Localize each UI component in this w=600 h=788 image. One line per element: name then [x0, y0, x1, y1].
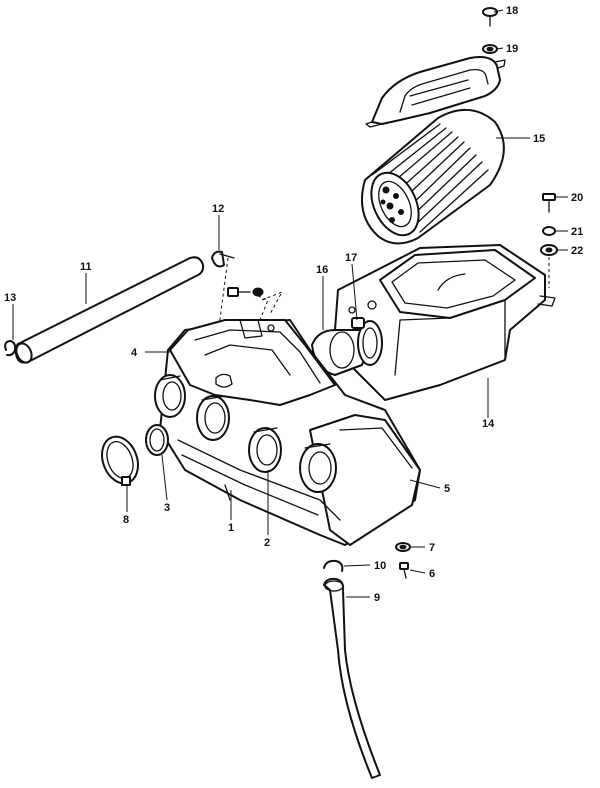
part-18-screw [482, 7, 498, 27]
intake-boot-4 [299, 443, 337, 493]
part-15-air-filter-element [361, 108, 505, 245]
callout-7: 7 [429, 542, 435, 554]
part-13-clip [4, 340, 17, 357]
part-9-drain-hose [323, 577, 381, 779]
callout-15: 15 [533, 133, 545, 145]
callout-13: 13 [4, 292, 16, 304]
part-3-band [145, 424, 169, 456]
part-10-clip [323, 559, 344, 572]
part-21-washer [542, 226, 556, 236]
callout-2: 2 [264, 537, 270, 549]
breather-bolt [227, 287, 264, 297]
part-1-air-cleaner-box [159, 319, 421, 546]
part-22-washer [540, 244, 558, 256]
leader-lines [12, 9, 568, 598]
callout-10: 10 [374, 560, 386, 572]
callout-21: 21 [571, 226, 583, 238]
breather-assembly-line [257, 291, 284, 321]
callout-22: 22 [571, 245, 583, 257]
part-7-washer [395, 542, 411, 552]
callout-20: 20 [571, 192, 583, 204]
callout-18: 18 [506, 5, 518, 17]
callout-5: 5 [444, 483, 450, 495]
filter-cover-plate [365, 56, 506, 128]
part-20-screw [542, 193, 556, 213]
callout-11: 11 [80, 261, 92, 273]
callout-14: 14 [482, 418, 495, 430]
part-17-hose-clamp [351, 317, 383, 366]
intake-boot-1 [154, 374, 186, 418]
callout-4: 4 [131, 347, 138, 359]
callout-8: 8 [123, 514, 129, 526]
part-14-air-cleaner-case [334, 244, 556, 401]
callout-17: 17 [345, 252, 357, 264]
part-19-washer [482, 44, 498, 54]
callout-16: 16 [316, 264, 328, 276]
callout-labels: 18 19 15 20 21 22 16 17 12 11 13 4 14 5 … [4, 5, 583, 604]
part-8-clamp-ring [101, 435, 139, 486]
intake-boot-2 [196, 395, 230, 441]
part-12-hose [211, 250, 235, 268]
callout-1: 1 [228, 522, 234, 534]
callout-6: 6 [429, 568, 435, 580]
callout-12: 12 [212, 203, 224, 215]
callout-9: 9 [374, 592, 380, 604]
callout-19: 19 [506, 43, 518, 55]
callout-3: 3 [164, 502, 170, 514]
part-6-bolt [399, 562, 409, 579]
intake-boot-3 [248, 427, 282, 473]
